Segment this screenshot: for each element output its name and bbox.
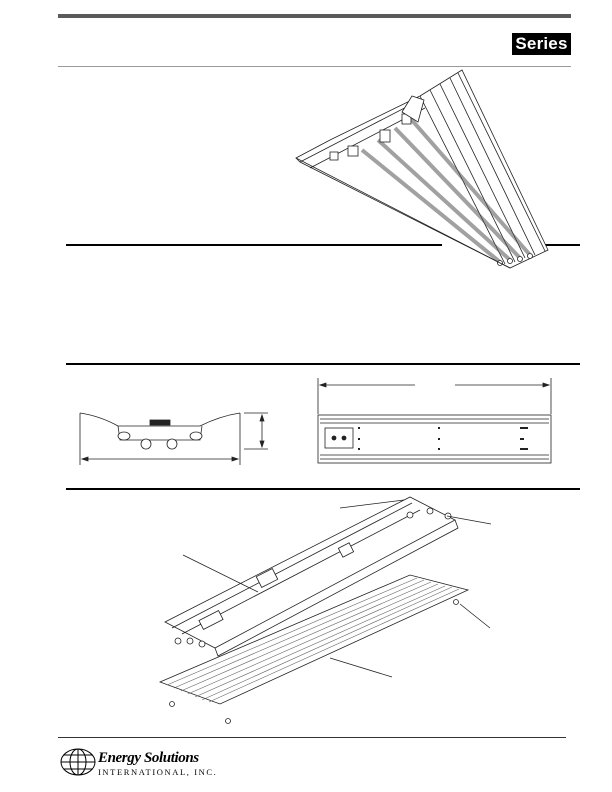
header-bar [58,14,571,18]
section-rule-1-right [545,244,580,246]
section-rule-3 [66,488,580,490]
globe-logo-icon [60,748,96,776]
company-name: Energy Solutions [98,750,199,766]
header-thin-rule [58,66,571,67]
series-badge: Series [512,33,571,55]
footer-rule [58,737,566,738]
section-rule-1 [66,244,442,246]
section-rule-2 [66,363,580,365]
company-name-subline: INTERNATIONAL, INC. [98,767,218,777]
